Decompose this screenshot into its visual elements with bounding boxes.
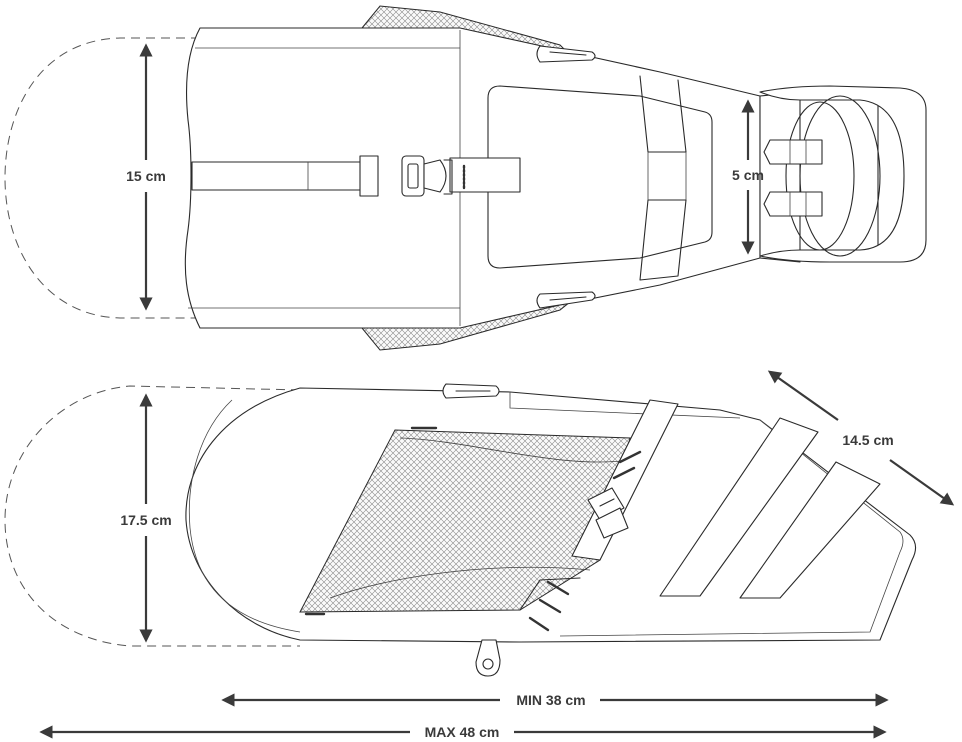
top-rail-strap-lower bbox=[639, 199, 687, 281]
top-roll-closure-outline bbox=[4, 37, 200, 319]
dimension-max-length-label: MAX 48 cm bbox=[425, 724, 500, 740]
top-compression-strap bbox=[191, 155, 521, 197]
side-bag-tail bbox=[559, 419, 904, 637]
top-strap-keeper bbox=[359, 155, 379, 197]
side-bottom-loop-icon bbox=[475, 639, 501, 677]
side-mesh-pocket bbox=[299, 429, 631, 613]
side-top-clip-icon bbox=[442, 383, 500, 399]
top-rail-strap-cross bbox=[647, 152, 687, 200]
side-roll-closure-outline bbox=[4, 385, 301, 647]
seatpost-clamp-band bbox=[759, 85, 927, 263]
dimension-min-length: MIN 38 cm bbox=[221, 692, 889, 708]
top-inner-panel bbox=[487, 85, 713, 269]
dimension-mount-height-label: 5 cm bbox=[732, 167, 764, 183]
dimension-side-height-label: 17.5 cm bbox=[120, 512, 171, 528]
side-buckle-icon bbox=[587, 487, 629, 539]
dimension-side-depth: 14.5 cm bbox=[767, 370, 955, 506]
dimension-max-length: MAX 48 cm bbox=[39, 724, 887, 740]
side-bag-seam bbox=[188, 399, 301, 633]
dimension-mount-height: 5 cm bbox=[732, 99, 764, 255]
side-reflective-stripe-front bbox=[659, 417, 819, 597]
seatpost-rail-lower bbox=[763, 191, 823, 217]
top-strap-band bbox=[191, 161, 373, 191]
top-rail-strap-upper bbox=[639, 75, 687, 153]
dimension-top-height-label: 15 cm bbox=[126, 168, 166, 184]
dimension-min-length-label: MIN 38 cm bbox=[516, 692, 585, 708]
seat-bag-side-view bbox=[4, 383, 917, 677]
dimension-side-depth-label: 14.5 cm bbox=[842, 432, 893, 448]
dimension-side-height: 17.5 cm bbox=[120, 393, 172, 643]
top-side-clip-lower-icon bbox=[536, 291, 596, 309]
top-buckle-icon bbox=[401, 155, 453, 197]
top-side-clip-upper-icon bbox=[536, 45, 596, 63]
seatpost-rail-upper bbox=[763, 139, 823, 165]
top-strap-band-right bbox=[449, 157, 521, 193]
seat-bag-top-view bbox=[4, 5, 927, 351]
dimension-top-height: 15 cm bbox=[126, 43, 166, 311]
side-mesh-frame bbox=[519, 577, 581, 611]
side-compression-strap bbox=[571, 399, 679, 561]
side-reflective-stripe-back bbox=[739, 461, 881, 599]
top-seatpost-mount bbox=[759, 85, 927, 263]
